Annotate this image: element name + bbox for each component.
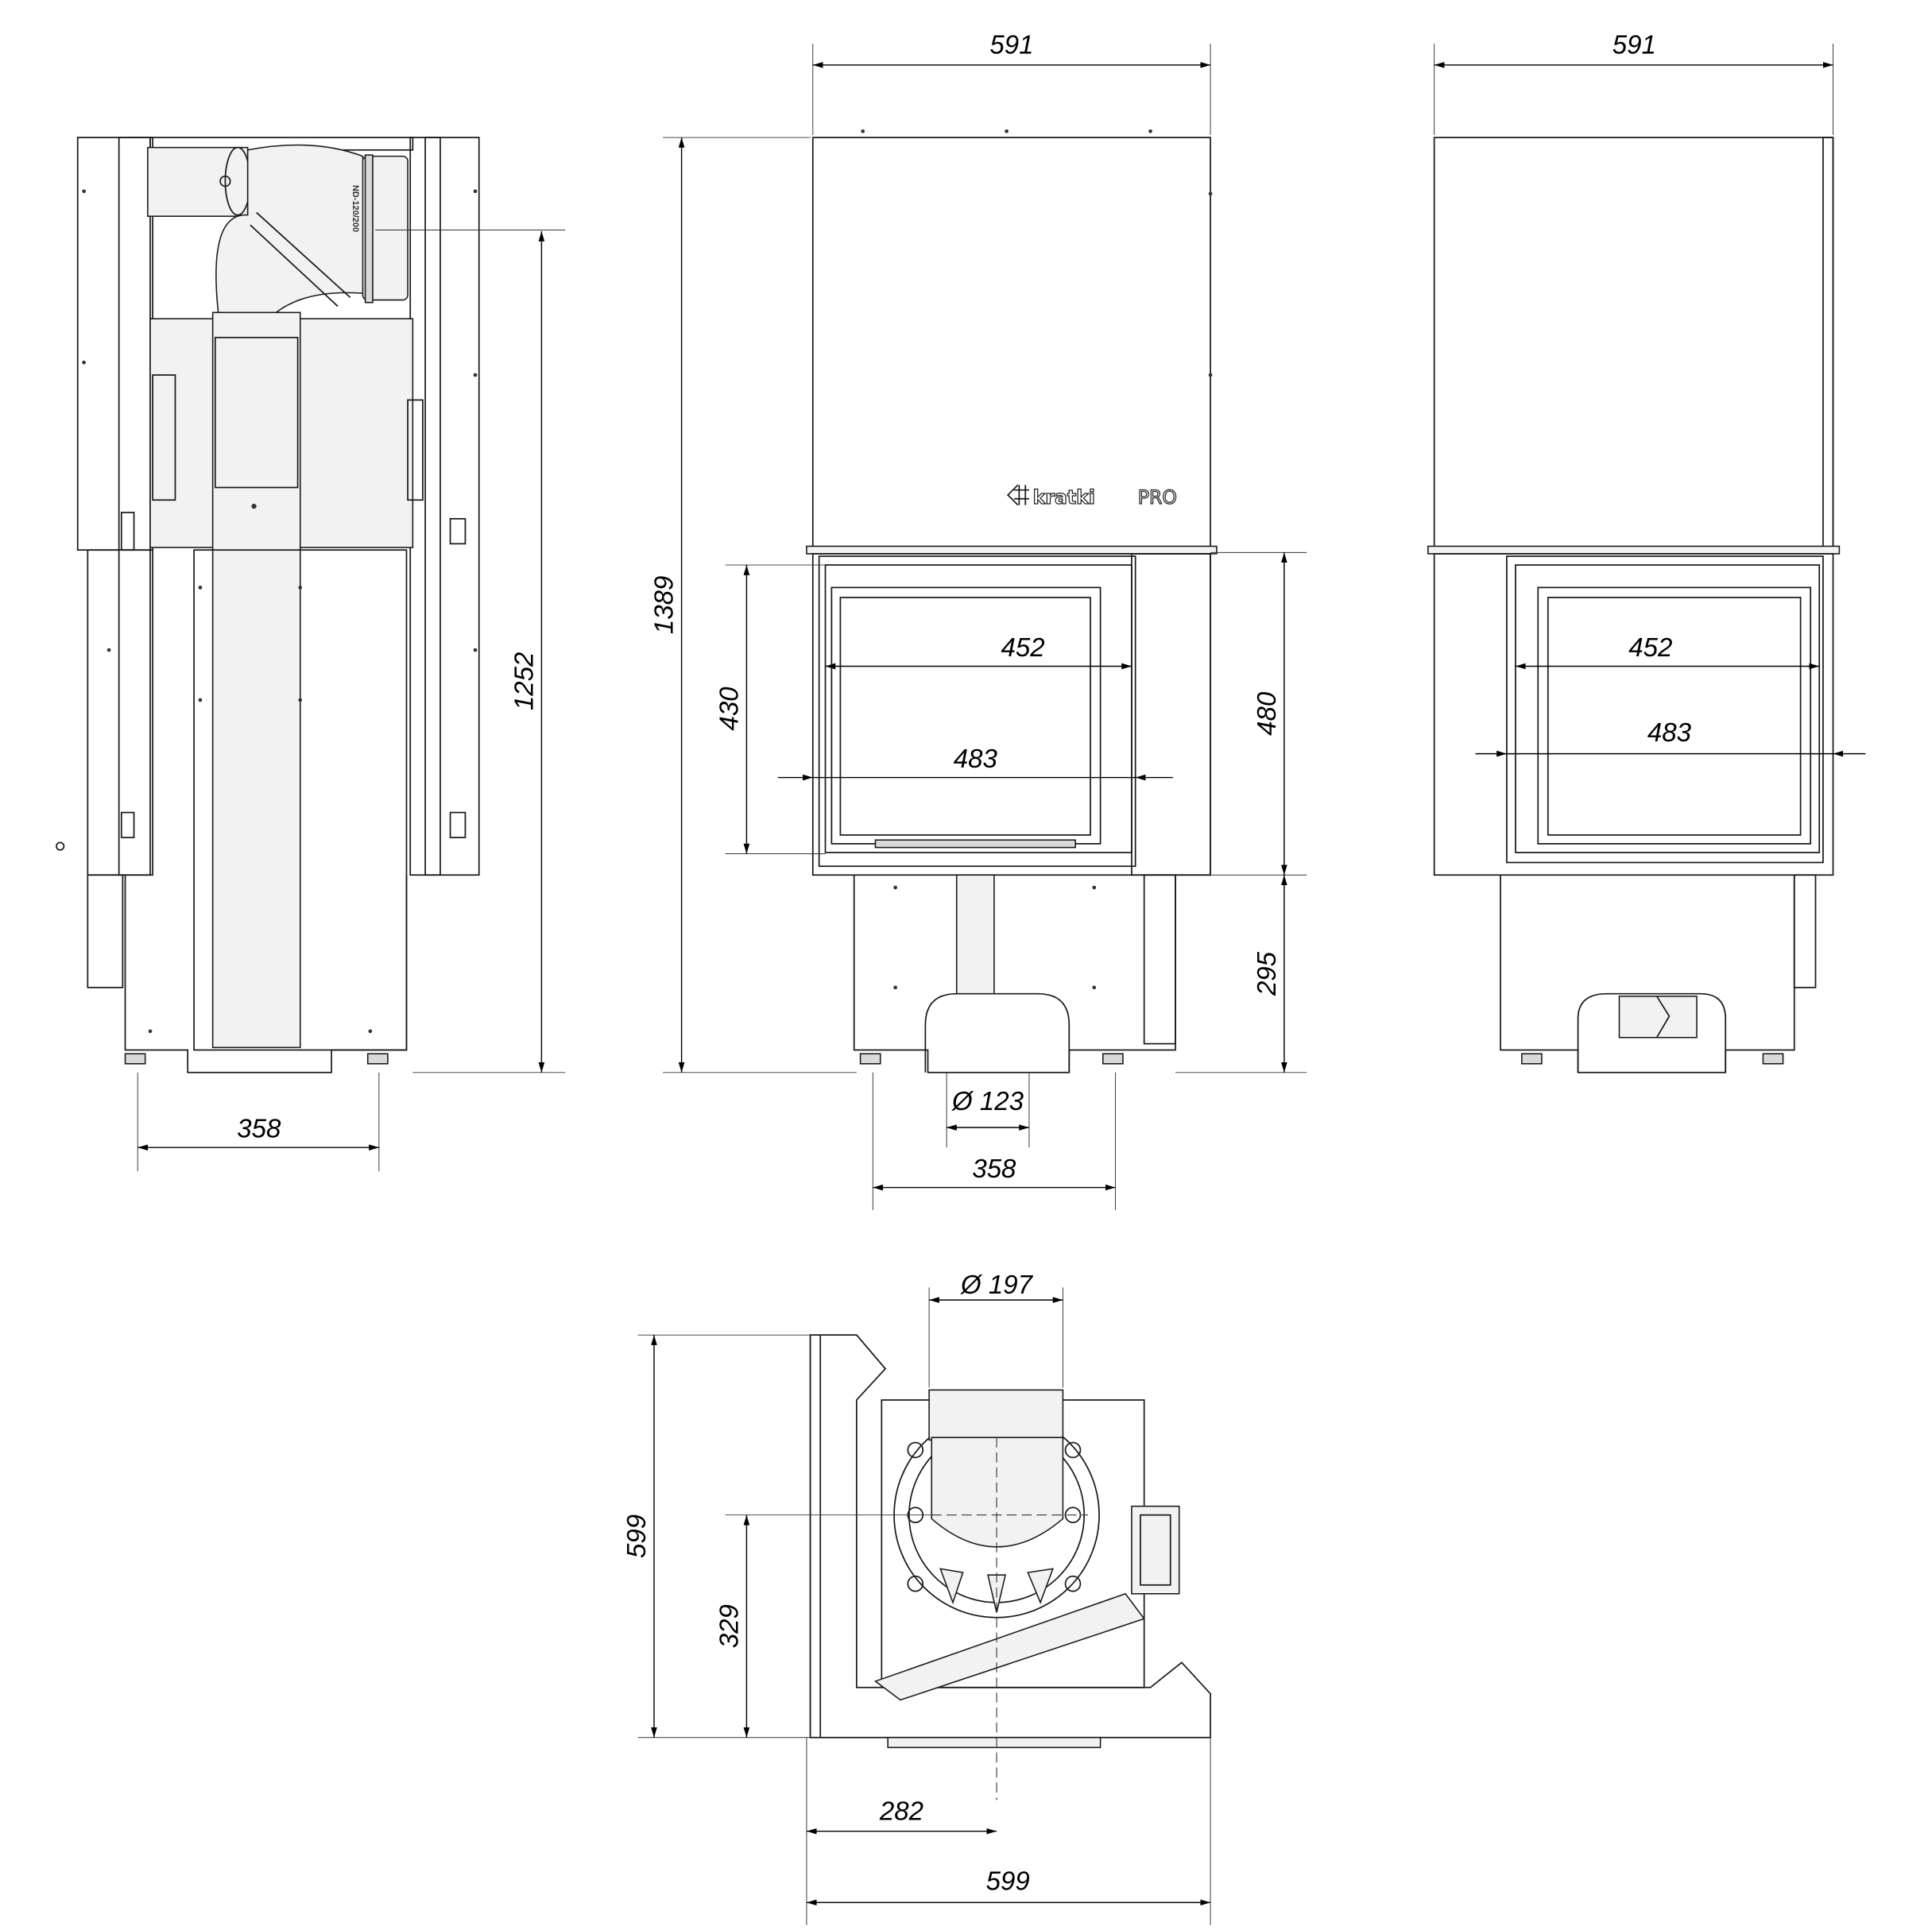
dim-door-height: 480	[1252, 691, 1281, 736]
dim-front-feet: 358	[972, 1154, 1016, 1183]
dim-front-width: 591	[989, 30, 1033, 60]
dim-top-width: 599	[986, 1866, 1030, 1896]
kratki-logo: kratki PRO	[1006, 484, 1178, 509]
dim-air-inlet: Ø 123	[951, 1086, 1024, 1116]
air-duct	[211, 311, 301, 1049]
dim-base-height: 295	[1252, 951, 1281, 996]
air-control	[1131, 1505, 1180, 1595]
right-view: 591 452 483	[1427, 30, 1866, 1073]
dim-side-feet: 358	[237, 1114, 281, 1143]
flue-elbow: ND-120/200	[147, 144, 408, 319]
dim-right-door-width: 483	[1647, 717, 1692, 747]
dim-door-width: 483	[954, 744, 998, 773]
svg-text:PRO: PRO	[1138, 486, 1177, 509]
foot	[124, 1053, 146, 1065]
flue-model-label: ND-120/200	[350, 185, 360, 232]
dim-flue-offset-y: 329	[714, 1604, 743, 1648]
dim-total-height: 1389	[649, 576, 679, 634]
foot	[366, 1053, 389, 1065]
glass	[830, 586, 1102, 845]
dim-glass-width: 452	[1001, 632, 1045, 662]
door-frame	[818, 555, 1136, 868]
svg-text:kratki: kratki	[1033, 486, 1095, 509]
dim-flue-offset-x: 282	[879, 1797, 923, 1826]
dim-side-height: 1252	[509, 652, 538, 710]
dim-top-depth: 599	[621, 1514, 651, 1558]
dim-glass-height: 430	[714, 687, 743, 731]
dim-right-glass-width: 452	[1628, 632, 1672, 662]
side-view: ND-120/200 1252 358	[56, 137, 566, 1172]
air-inlet-duct	[955, 874, 995, 995]
dim-right-width: 591	[1613, 30, 1656, 60]
dim-flue-diameter: Ø 197	[960, 1270, 1034, 1299]
top-view: Ø 197 599 329 282 599	[621, 1270, 1211, 1925]
front-view: kratki PRO 591 1389 430	[649, 30, 1307, 1210]
